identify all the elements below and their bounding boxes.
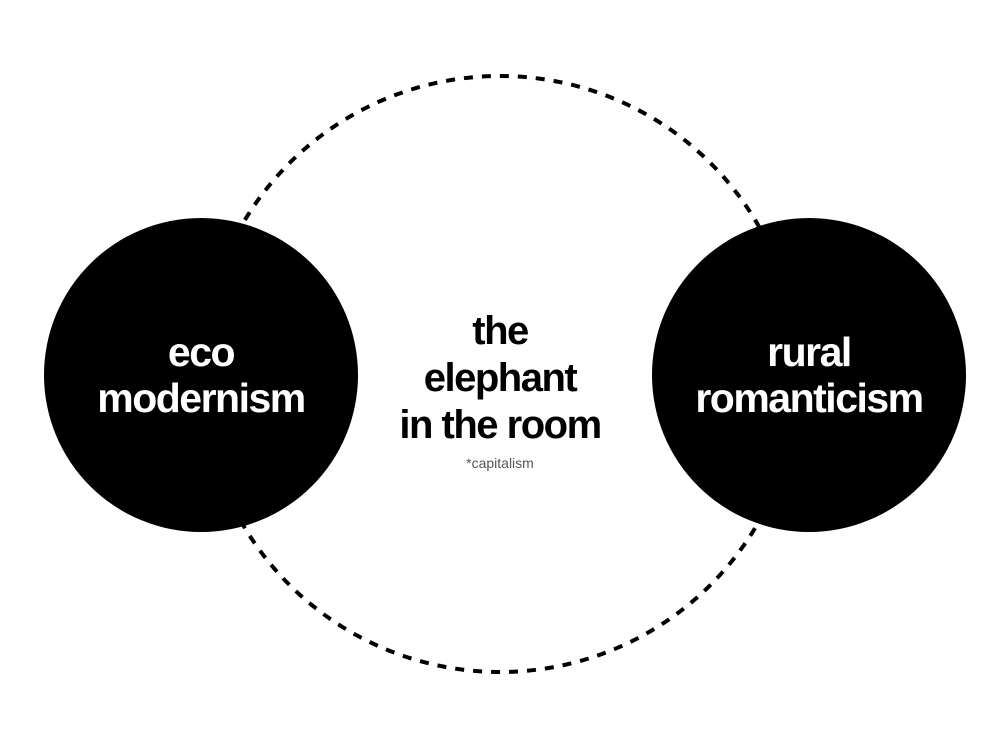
center-label-line-2: elephant — [423, 356, 578, 400]
center-label: the elephant in the room *capitalism — [340, 308, 660, 471]
rural-romanticism-node: rural romanticism — [652, 218, 966, 532]
eco-modernism-node: eco modernism — [44, 218, 358, 532]
center-label-line-1: the — [472, 309, 529, 353]
center-footnote: *capitalism — [466, 455, 534, 471]
eco-modernism-label-line-2: modernism — [97, 375, 306, 421]
eco-modernism-label-line-1: eco — [167, 329, 236, 375]
center-label-line-3: in the room — [399, 403, 602, 447]
rural-romanticism-label-line-1: rural — [767, 329, 852, 375]
rural-romanticism-label-line-2: romanticism — [695, 375, 924, 421]
